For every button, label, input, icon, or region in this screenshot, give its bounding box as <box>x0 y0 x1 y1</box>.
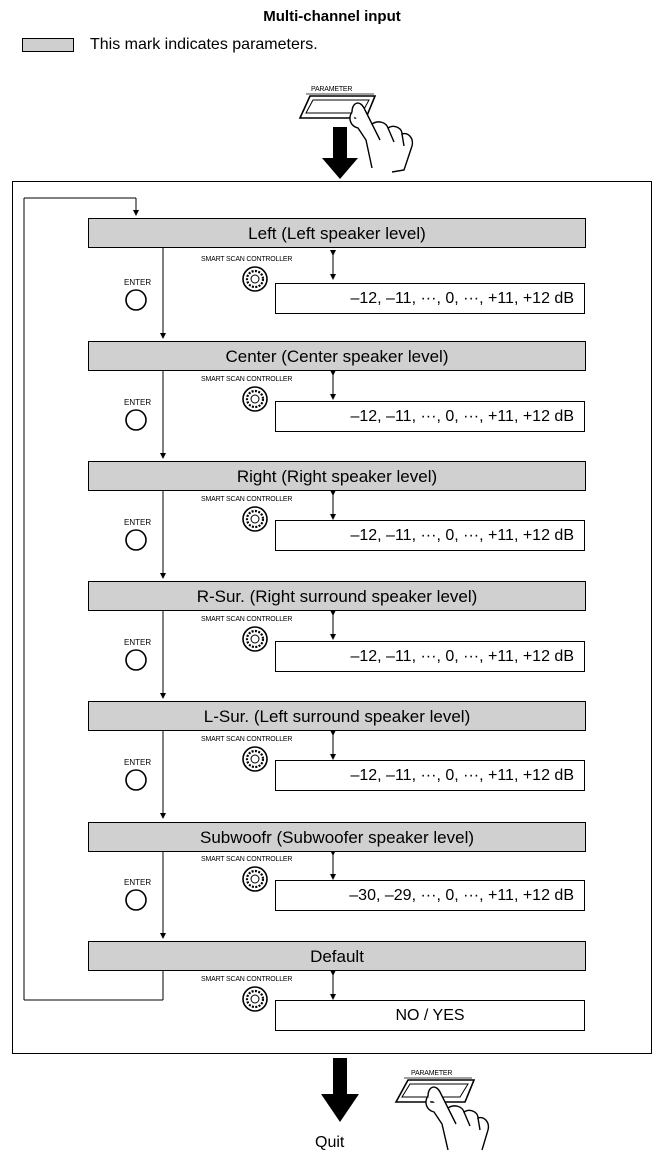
enter-label: ENTER <box>124 758 152 767</box>
value-range-left: –12, –11, ···, 0, ···, +11, +12 dB <box>275 283 585 314</box>
parameter-mark-swatch <box>22 38 74 52</box>
legend-text: This mark indicates parameters. <box>90 36 318 53</box>
value-range-left-surround: –12, –11, ···, 0, ···, +11, +12 dB <box>275 760 585 791</box>
value-range-center: –12, –11, ···, 0, ···, +11, +12 dB <box>275 401 585 432</box>
value-range-subwoofer: –30, –29, ···, 0, ···, +11, +12 dB <box>275 880 585 911</box>
controller-label: SMART SCAN CONTROLLER <box>201 616 293 623</box>
parameter-right-surround: R-Sur. (Right surround speaker level) <box>88 581 586 611</box>
parameter-center: Center (Center speaker level) <box>88 341 586 371</box>
enter-label: ENTER <box>124 518 152 527</box>
flow-lines <box>23 197 166 1001</box>
controller-label: SMART SCAN CONTROLLER <box>201 376 293 383</box>
parameter-default: Default <box>88 941 586 971</box>
enter-button-icons <box>125 289 147 911</box>
controller-label: SMART SCAN CONTROLLER <box>201 496 293 503</box>
quit-label: Quit <box>315 1134 345 1151</box>
enter-label: ENTER <box>124 278 152 287</box>
parameter-button-bottom-label: PARAMETER <box>411 1070 453 1077</box>
pressing-hand-top-icon <box>349 102 414 173</box>
parameter-right: Right (Right speaker level) <box>88 461 586 491</box>
parameter-subwoofer: Subwoofr (Subwoofer speaker level) <box>88 822 586 852</box>
value-range-default: NO / YES <box>275 1000 585 1031</box>
smart-scan-controller-knob-icons <box>242 266 268 1012</box>
controller-label: SMART SCAN CONTROLLER <box>201 736 293 743</box>
down-arrow-top-icon <box>322 127 358 179</box>
enter-label: ENTER <box>124 638 152 647</box>
parameter-left: Left (Left speaker level) <box>88 218 586 248</box>
controller-label: SMART SCAN CONTROLLER <box>201 856 293 863</box>
enter-label: ENTER <box>124 398 152 407</box>
controller-label: SMART SCAN CONTROLLER <box>201 256 293 263</box>
down-arrow-bottom-icon <box>321 1058 359 1122</box>
value-range-right-surround: –12, –11, ···, 0, ···, +11, +12 dB <box>275 641 585 672</box>
pressing-hand-bottom-icon <box>425 1086 490 1151</box>
enter-label: ENTER <box>124 878 152 887</box>
controller-label: SMART SCAN CONTROLLER <box>201 976 293 983</box>
parameter-button-top-label: PARAMETER <box>311 86 353 93</box>
parameter-left-surround: L-Sur. (Left surround speaker level) <box>88 701 586 731</box>
value-range-right: –12, –11, ···, 0, ···, +11, +12 dB <box>275 520 585 551</box>
page-title: Multi-channel input <box>263 8 401 25</box>
flow-frame <box>12 181 652 1054</box>
